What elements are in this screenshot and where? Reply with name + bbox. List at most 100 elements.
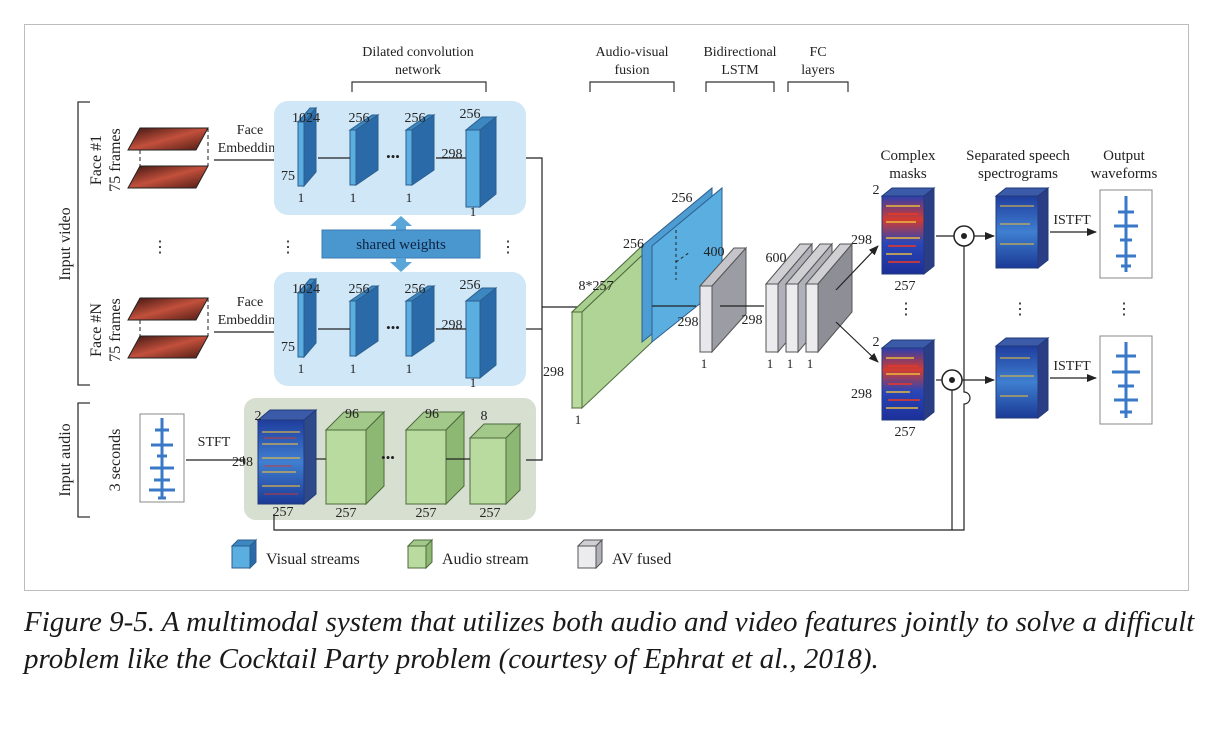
- visn-dim-1a: 1: [298, 361, 305, 376]
- input-audio-label: Input audio: [57, 423, 74, 496]
- lstm-header-1: Bidirectional: [703, 45, 776, 60]
- face-embedding-label-1a: Face: [237, 123, 263, 138]
- mask-dots: ⋮: [898, 301, 914, 318]
- maskn-dim-2: 2: [873, 335, 880, 350]
- visual-dots-left: ⋮: [280, 239, 296, 256]
- aud-dim-257c: 257: [416, 506, 437, 521]
- audio-dots: •••: [381, 450, 395, 465]
- spec-header-1: Separated speech: [966, 148, 1070, 164]
- legend: Visual streams Audio stream AV fused: [230, 538, 671, 570]
- figure-caption: Figure 9-5. A multimodal system that uti…: [24, 606, 1195, 675]
- output-waveform-n: [1099, 335, 1153, 425]
- visn-dim-256b: 256: [405, 282, 426, 297]
- visual-stream-panel-1: [274, 101, 526, 215]
- wave-header-1: Output: [1103, 148, 1146, 164]
- visn-dim-298: 298: [442, 318, 463, 333]
- face-1-label: Face #1: [88, 135, 105, 185]
- legend-audio-label: Audio stream: [442, 551, 529, 568]
- face-n-label: Face #N: [88, 303, 105, 357]
- stft-label: STFT: [198, 435, 231, 450]
- legend-visual-swatch: [231, 545, 251, 569]
- lstm-block: [698, 246, 748, 354]
- audio-stream-layers: [316, 410, 522, 506]
- shared-weights-up-arrow: [390, 216, 412, 226]
- audio-input-spectrogram: [256, 408, 318, 506]
- visn-dim-256c: 256: [460, 278, 481, 293]
- masks-header-2: masks: [889, 166, 927, 182]
- visn-dim-1024: 1024: [292, 282, 320, 297]
- aud-dim-257a: 257: [273, 505, 294, 520]
- fusion-block: [570, 186, 723, 410]
- lstm-header-2: LSTM: [721, 63, 759, 78]
- fc-dim-1a: 1: [767, 356, 774, 371]
- face-embedding-label-1b: Embedding: [218, 141, 283, 156]
- aud-dim-96b: 96: [425, 407, 439, 422]
- shared-weights-box: [321, 229, 481, 259]
- wave-dots: ⋮: [1116, 301, 1132, 318]
- output-waveform-1: [1099, 189, 1153, 279]
- fus-dim-8x257: 8*257: [579, 279, 614, 294]
- legend-audio-swatch: [407, 545, 427, 569]
- visn-dim-1c: 1: [406, 361, 413, 376]
- fc-dim-1b: 1: [787, 356, 794, 371]
- input-video-bracket: Input video: [57, 101, 90, 386]
- masks-header-1: Complex: [881, 148, 936, 164]
- fc-dim-1c: 1: [807, 356, 814, 371]
- shared-weights-label: shared weights: [356, 237, 446, 253]
- vis1-dim-1d: 1: [470, 204, 477, 219]
- maskn-dim-298: 298: [851, 387, 872, 402]
- fusion-header-2: fusion: [615, 63, 650, 78]
- aud-dim-298: 298: [232, 455, 253, 470]
- visual-stream-n-layers: [296, 277, 498, 380]
- aud-dim-96a: 96: [345, 407, 359, 422]
- fus-dim-256b: 256: [672, 191, 693, 206]
- face-n-frames-image: [127, 297, 209, 359]
- faces-vertical-dots: ⋮: [152, 239, 168, 256]
- istft-label-1: ISTFT: [1053, 213, 1091, 228]
- istft-label-n: ISTFT: [1053, 359, 1091, 374]
- visual-stream-panel-n: [274, 272, 526, 386]
- vis1-dots: •••: [386, 149, 400, 164]
- visual-stream-1-layers: [296, 106, 498, 209]
- vis1-dim-1b: 1: [350, 190, 357, 205]
- aud-dim-2: 2: [255, 409, 262, 424]
- vis1-dim-1a: 1: [298, 190, 305, 205]
- separated-spectrogram-1: [994, 186, 1050, 270]
- fc-header-2: layers: [801, 63, 834, 78]
- fus-dim-256a: 256: [623, 237, 644, 252]
- audio-duration-label: 3 seconds: [107, 429, 124, 492]
- visual-dots-right: ⋮: [500, 239, 516, 256]
- legend-fused-label: AV fused: [612, 551, 671, 568]
- complex-mask-1: [880, 186, 936, 276]
- input-audio-bracket: Input audio: [57, 402, 90, 518]
- face-1-frames-image: [127, 127, 209, 189]
- fus-dim-298a: 298: [543, 365, 564, 380]
- wave-header-2: waveforms: [1091, 166, 1158, 182]
- fc-dim-600: 600: [766, 251, 787, 266]
- lstm-dim-298: 298: [742, 313, 763, 328]
- separated-spectrogram-n: [994, 336, 1050, 420]
- vis1-dim-256c: 256: [460, 107, 481, 122]
- visn-dim-1b: 1: [350, 361, 357, 376]
- fus-dim-1: 1: [575, 412, 582, 427]
- visn-dim-1d: 1: [470, 375, 477, 390]
- spec-header-2: spectrograms: [978, 166, 1058, 182]
- legend-visual-label: Visual streams: [266, 551, 360, 568]
- legend-fused-swatch: [577, 545, 597, 569]
- aud-dim-8: 8: [481, 409, 488, 424]
- face-1-frames: 75 frames: [107, 128, 124, 192]
- mask1-dim-257: 257: [895, 279, 916, 294]
- lstm-dim-400: 400: [704, 245, 725, 260]
- face-embedding-label-nb: Embedding: [218, 313, 283, 328]
- input-video-label: Input video: [57, 207, 74, 280]
- visn-dim-256a: 256: [349, 282, 370, 297]
- visn-dim-75: 75: [281, 340, 295, 355]
- fusion-header-1: Audio-visual: [595, 45, 668, 60]
- fus-dim-298b: 298: [678, 315, 699, 330]
- aud-dim-257b: 257: [336, 506, 357, 521]
- vis1-dim-256b: 256: [405, 111, 426, 126]
- vis1-dim-1024: 1024: [292, 111, 320, 126]
- dilated-header-1: Dilated convolution: [362, 45, 474, 60]
- face-n-frames: 75 frames: [107, 298, 124, 362]
- mask1-dim-298: 298: [851, 233, 872, 248]
